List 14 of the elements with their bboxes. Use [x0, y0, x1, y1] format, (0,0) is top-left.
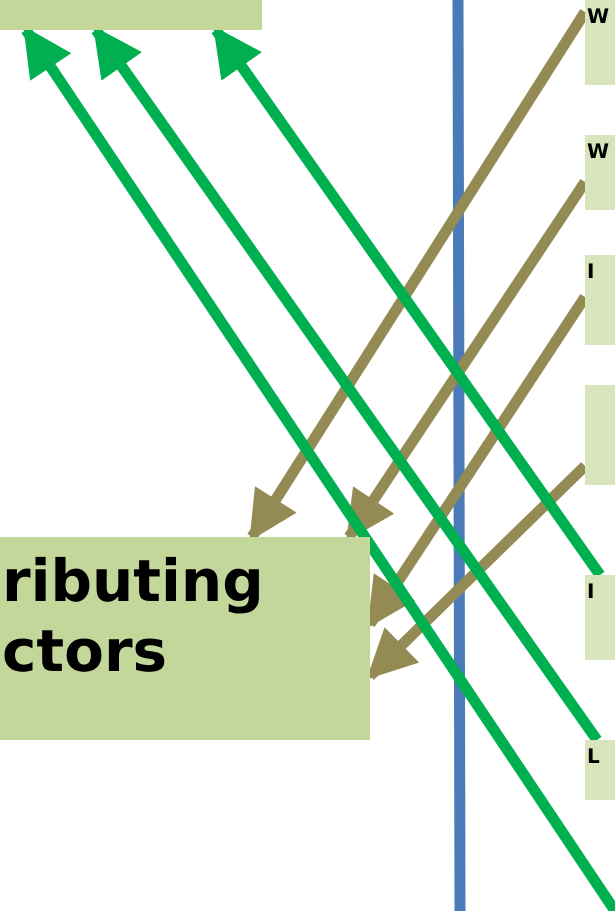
text-box	[585, 575, 615, 660]
text-box	[585, 0, 615, 85]
box	[0, 0, 262, 30]
box-label: I	[587, 579, 596, 603]
text-box	[0, 537, 370, 740]
text-box	[585, 740, 615, 800]
box-label: W	[587, 4, 610, 28]
box-label: ributing ctors	[2, 547, 265, 686]
box	[585, 385, 615, 485]
box-label: W	[587, 139, 610, 163]
box-label: L	[587, 744, 601, 768]
text-box	[585, 255, 615, 345]
text-box	[585, 135, 615, 210]
box-label: I	[587, 259, 596, 283]
